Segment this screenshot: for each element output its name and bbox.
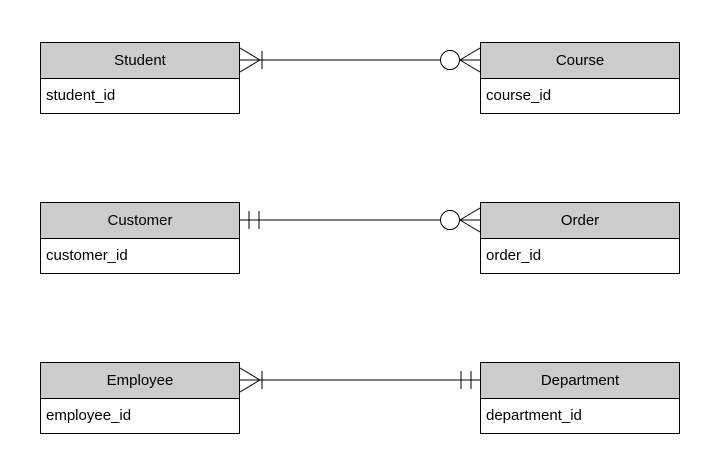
entity-title: Customer [41,203,239,239]
cardinality-exactly-one-icon [248,211,260,229]
entity-attribute: order_id [481,239,679,273]
relationship-employee-department[interactable] [239,367,480,393]
cardinality-zero-or-many-icon [440,207,481,233]
entity-attribute: course_id [481,79,679,113]
cardinality-one-or-many-icon [239,367,263,393]
entity-employee[interactable]: Employee employee_id [40,362,240,434]
entity-attribute: employee_id [41,399,239,433]
entity-title: Student [41,43,239,79]
cardinality-one-or-many-icon [239,47,263,73]
entity-attribute: department_id [481,399,679,433]
entity-attribute: student_id [41,79,239,113]
cardinality-zero-or-many-icon [440,47,481,73]
cardinality-exactly-one-icon [460,371,472,389]
relationship-customer-order[interactable] [240,207,481,233]
entity-course[interactable]: Course course_id [480,42,680,114]
entity-student[interactable]: Student student_id [40,42,240,114]
entity-department[interactable]: Department department_id [480,362,680,434]
relationship-student-course[interactable] [239,47,481,73]
entity-order[interactable]: Order order_id [480,202,680,274]
entity-title: Department [481,363,679,399]
entity-title: Order [481,203,679,239]
entity-title: Course [481,43,679,79]
entity-title: Employee [41,363,239,399]
entity-customer[interactable]: Customer customer_id [40,202,240,274]
entity-attribute: customer_id [41,239,239,273]
